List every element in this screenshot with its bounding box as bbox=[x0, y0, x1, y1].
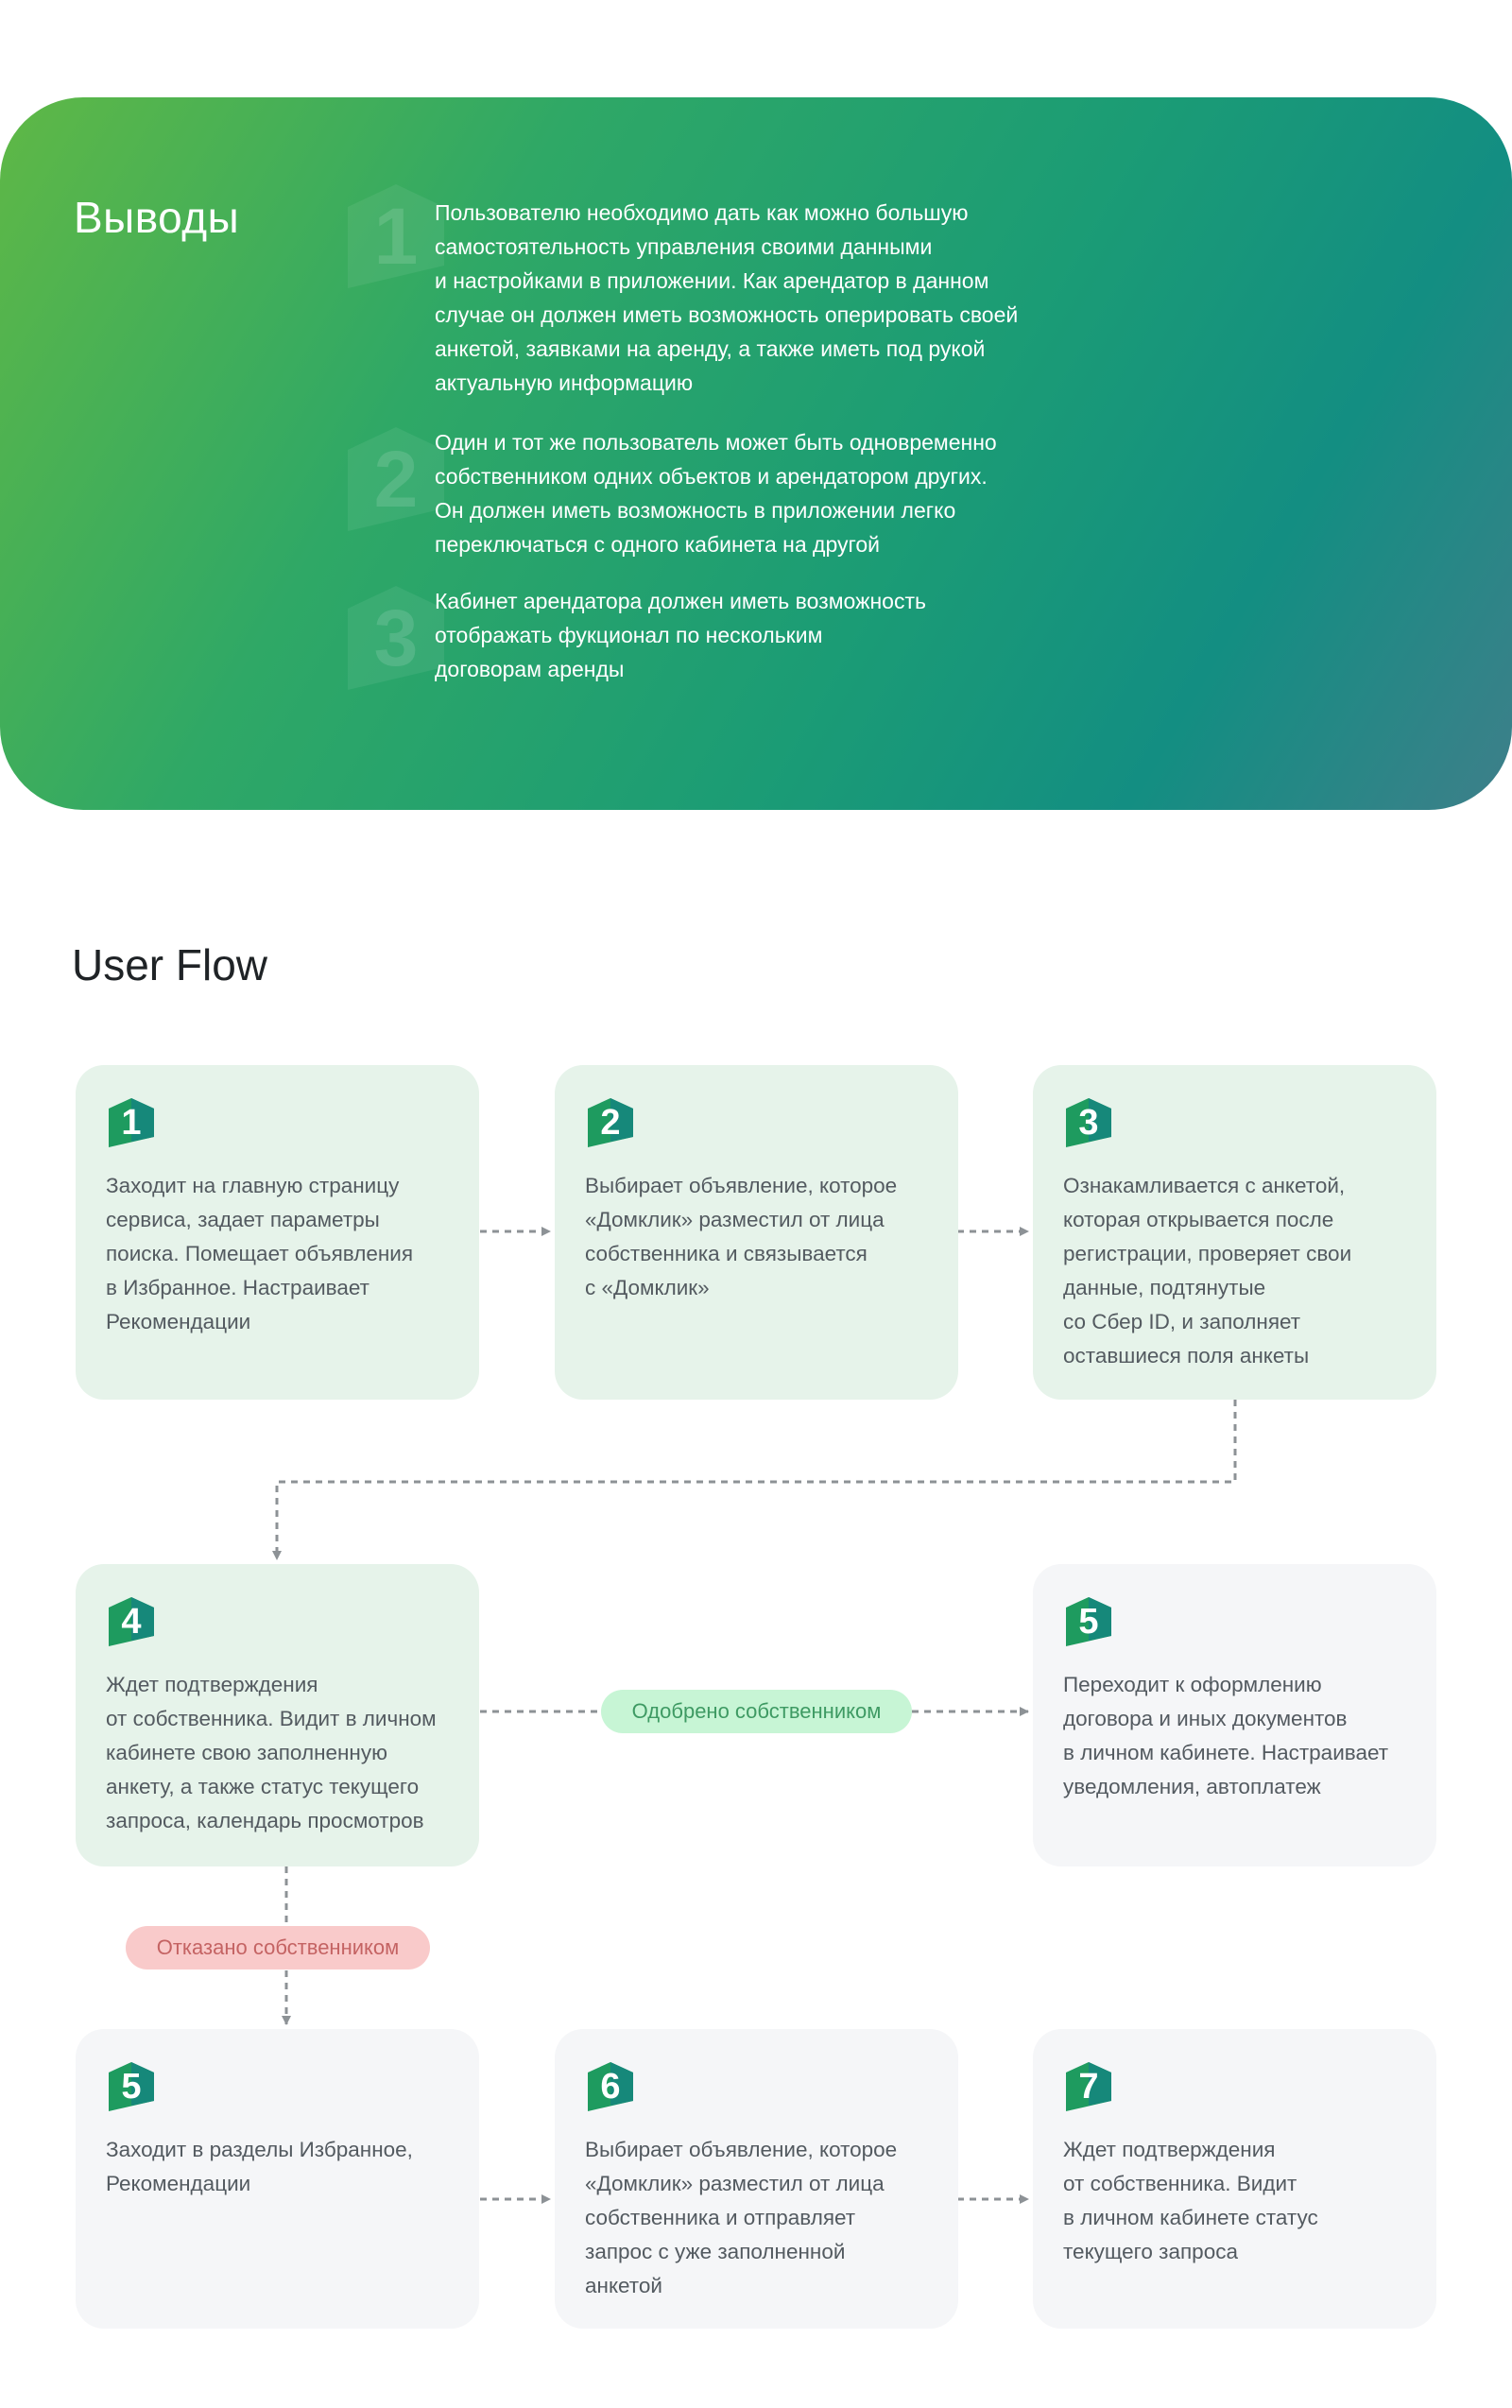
step-number-badge: 2 bbox=[584, 1096, 637, 1149]
conclusion-text: Один и тот же пользователь может быть од… bbox=[435, 430, 997, 557]
step-description: Заходит в разделы Избранное, Рекомендаци… bbox=[106, 2138, 413, 2195]
step-description: Выбирает объявление, которое «Домклик» р… bbox=[585, 2138, 898, 2297]
step-description: Ознакамливается с анкетой, которая откры… bbox=[1063, 1174, 1352, 1367]
user-flow-title: User Flow bbox=[72, 940, 268, 989]
step-number-badge: 6 bbox=[584, 2060, 637, 2113]
conclusion-text: Пользователю необходимо дать как можно б… bbox=[435, 200, 1019, 395]
step-number-badge: 5 bbox=[1062, 1595, 1115, 1648]
arrow-step3-step4 bbox=[272, 1400, 1237, 1560]
flow-step-card: 5 Заходит в разделы Избранное, Рекоменда… bbox=[76, 2029, 479, 2329]
flow-step-card: 3 Ознакамливается с анкетой, которая отк… bbox=[1033, 1065, 1436, 1400]
flow-step-card: 7 Ждет подтверждения от собственника. Ви… bbox=[1033, 2029, 1436, 2329]
step-description: Ждет подтверждения от собственника. Види… bbox=[106, 1673, 437, 1832]
conclusion-text: Кабинет арендатора должен иметь возможно… bbox=[435, 589, 926, 681]
approved-label: Одобрено собственником bbox=[601, 1690, 912, 1733]
conclusion-number-badge: 2 bbox=[340, 423, 452, 535]
conclusions-section: Выводы 1 Пользователю необходимо дать ка… bbox=[0, 97, 1512, 810]
flow-step-card: 2 Выбирает объявление, которое «Домклик»… bbox=[555, 1065, 958, 1400]
step-number-badge: 7 bbox=[1062, 2060, 1115, 2113]
step-description: Выбирает объявление, которое «Домклик» р… bbox=[585, 1174, 898, 1299]
step-description: Ждет подтверждения от собственника. Види… bbox=[1063, 2138, 1318, 2263]
step-number-badge: 1 bbox=[105, 1096, 158, 1149]
step-number-badge: 5 bbox=[105, 2060, 158, 2113]
flow-step-card: 6 Выбирает объявление, которое «Домклик»… bbox=[555, 2029, 958, 2329]
step-description: Переходит к оформлению договора и иных д… bbox=[1063, 1673, 1389, 1798]
conclusions-title: Выводы bbox=[74, 193, 240, 242]
step-description: Заходит на главную страницу сервиса, зад… bbox=[106, 1174, 414, 1333]
step-number-badge: 4 bbox=[105, 1595, 158, 1648]
step-number-badge: 3 bbox=[1062, 1096, 1115, 1149]
conclusion-number-badge: 1 bbox=[340, 181, 452, 292]
flow-step-card: 5 Переходит к оформлению договора и иных… bbox=[1033, 1564, 1436, 1866]
conclusion-number-badge: 3 bbox=[340, 582, 452, 694]
rejected-label: Отказано собственником bbox=[126, 1926, 430, 1969]
flow-step-card: 4 Ждет подтверждения от собственника. Ви… bbox=[76, 1564, 479, 1866]
flow-step-card: 1 Заходит на главную страницу сервиса, з… bbox=[76, 1065, 479, 1400]
